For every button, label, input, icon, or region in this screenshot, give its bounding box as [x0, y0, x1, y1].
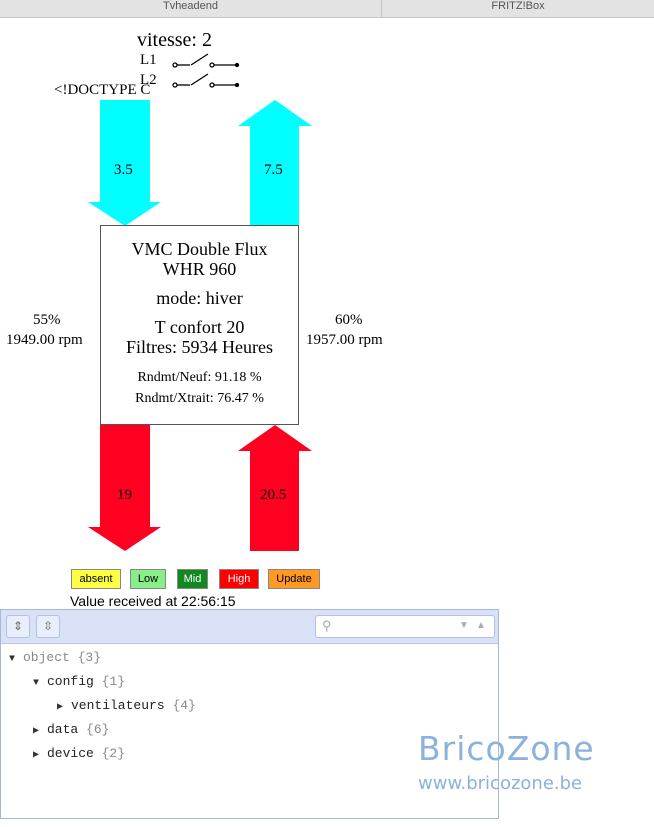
collapse-all-icon: ⇳ — [42, 619, 54, 633]
high-button[interactable]: High — [219, 569, 259, 589]
low-button[interactable]: Low — [130, 569, 166, 589]
expanded-triangle-icon[interactable]: ▼ — [9, 654, 16, 665]
unit-efficiency-extract: Rndmt/Xtrait: 76.47 % — [135, 391, 264, 406]
unit-efficiency-new: Rndmt/Neuf: 91.18 % — [137, 370, 262, 385]
json-search-input[interactable]: ⚲ ▼ ▲ — [315, 615, 495, 638]
collapsed-triangle-icon[interactable]: ▶ — [33, 750, 40, 761]
speed-label: vitesse: 2 — [137, 29, 212, 51]
absent-button[interactable]: absent — [71, 569, 121, 589]
collapsed-triangle-icon[interactable]: ▶ — [33, 726, 40, 737]
fan-right-percent: 60% — [335, 312, 363, 328]
expand-all-icon: ⇕ — [12, 619, 24, 633]
arrow-top-right — [238, 100, 312, 226]
fan-left-percent: 55% — [33, 312, 61, 328]
browser-tab-bar: Tvheadend FRITZ!Box — [0, 0, 654, 18]
unit-filters: Filtres: 5934 Heures — [126, 337, 273, 357]
search-next-icon[interactable]: ▲ — [476, 620, 486, 631]
json-viewer-panel: ⇕ ⇳ ⚲ ▼ ▲ ▼object {3} ▼config {1} ▶venti… — [0, 609, 499, 819]
tab-fritzbox[interactable]: FRITZ!Box — [491, 0, 545, 12]
arrow-bottom-right-value: 20.5 — [260, 487, 287, 503]
watermark-brand: BricoZone — [418, 729, 595, 768]
tree-node-config[interactable]: ▼config {1} — [33, 674, 126, 689]
fan-right-rpm: 1957.00 rpm — [306, 332, 383, 348]
arrow-top-left-value: 3.5 — [114, 162, 133, 178]
arrow-bottom-left — [88, 425, 161, 551]
l2-label: L2 — [140, 72, 157, 88]
search-icon: ⚲ — [322, 618, 332, 633]
fan-left-rpm: 1949.00 rpm — [6, 332, 83, 348]
tree-node-data[interactable]: ▶data {6} — [33, 722, 110, 737]
tree-node-device[interactable]: ▶device {2} — [33, 746, 126, 761]
tree-node-object[interactable]: ▼object {3} — [9, 650, 102, 665]
arrow-bottom-right — [238, 425, 312, 551]
tree-node-ventilateurs[interactable]: ▶ventilateurs {4} — [57, 698, 196, 713]
watermark-url: www.bricozone.be — [418, 773, 583, 794]
unit-title-line1: VMC Double Flux — [131, 239, 268, 259]
mid-button[interactable]: Mid — [177, 569, 208, 589]
collapse-all-button[interactable]: ⇳ — [36, 615, 60, 638]
l1-label: L1 — [140, 52, 157, 68]
switch-l1-icon — [172, 53, 240, 68]
doctype-text: <!DOCTYPE C — [54, 82, 151, 98]
arrow-bottom-left-value: 19 — [117, 487, 132, 503]
update-button[interactable]: Update — [268, 569, 320, 589]
unit-mode: mode: hiver — [156, 288, 243, 308]
switch-l2-icon — [172, 73, 240, 88]
status-text: Value received at 22:56:15 — [70, 593, 236, 609]
unit-comfort-temp: T confort 20 — [154, 317, 245, 337]
arrow-top-right-value: 7.5 — [264, 162, 283, 178]
unit-title-line2: WHR 960 — [162, 259, 237, 279]
json-toolbar: ⇕ ⇳ ⚲ ▼ ▲ — [1, 610, 498, 644]
expanded-triangle-icon[interactable]: ▼ — [33, 678, 40, 689]
arrow-top-left — [88, 100, 161, 226]
search-prev-icon[interactable]: ▼ — [459, 620, 469, 631]
collapsed-triangle-icon[interactable]: ▶ — [57, 702, 64, 713]
unit-info-box: VMC Double Flux WHR 960 mode: hiver T co… — [100, 225, 299, 425]
tab-tvheadend[interactable]: Tvheadend — [0, 0, 382, 17]
expand-all-button[interactable]: ⇕ — [6, 615, 30, 638]
